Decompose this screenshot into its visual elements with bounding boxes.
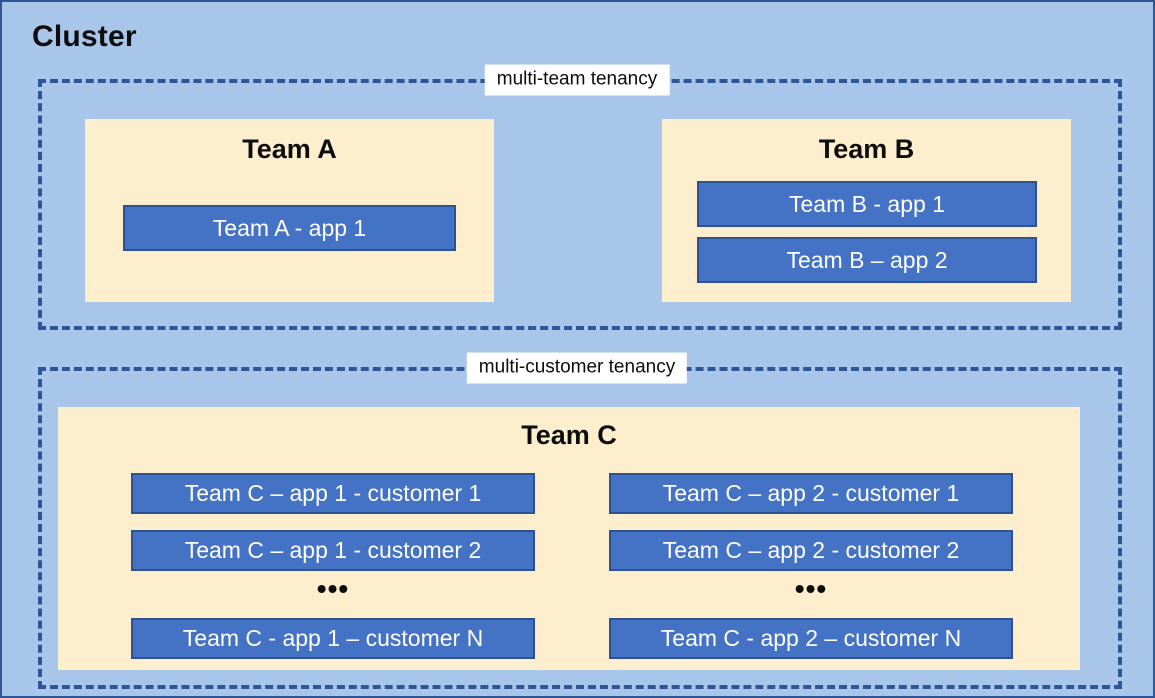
app-box-team-c-app-1-customer-2[interactable]: Team C – app 1 - customer 2	[131, 530, 535, 571]
cluster-title: Cluster	[32, 20, 137, 53]
ellipsis-team-c-app-2: •••	[794, 573, 828, 604]
team-heading-team-c: Team C	[521, 420, 617, 450]
team-heading-team-b: Team B	[818, 134, 915, 164]
app-box-team-c-app-2-customer-n[interactable]: Team C - app 2 – customer N	[609, 618, 1013, 659]
app-box-team-c-app-1-customer-1[interactable]: Team C – app 1 - customer 1	[131, 473, 535, 514]
ellipsis-team-c-app-1: •••	[316, 573, 350, 604]
tenancy-zone-label-multi-customer: multi-customer tenancy	[466, 352, 688, 384]
team-card-team-b: Team B Team B - app 1 Team B – app 2	[662, 119, 1071, 302]
app-box-team-c-app-1-customer-n[interactable]: Team C - app 1 – customer N	[131, 618, 535, 659]
team-c-column-app-2: Team C – app 2 - customer 1 Team C – app…	[609, 471, 1013, 661]
app-box-team-a-app-1[interactable]: Team A - app 1	[123, 205, 456, 251]
app-box-team-b-app-1[interactable]: Team B - app 1	[697, 181, 1037, 227]
app-box-team-c-app-2-customer-2[interactable]: Team C – app 2 - customer 2	[609, 530, 1013, 571]
tenancy-zone-label-multi-team: multi-team tenancy	[484, 64, 670, 96]
team-heading-team-a: Team A	[242, 134, 337, 164]
team-card-team-c: Team C Team C – app 1 - customer 1 Team …	[58, 407, 1080, 670]
app-box-team-c-app-2-customer-1[interactable]: Team C – app 2 - customer 1	[609, 473, 1013, 514]
team-c-column-app-1: Team C – app 1 - customer 1 Team C – app…	[131, 471, 535, 661]
app-box-team-b-app-2[interactable]: Team B – app 2	[697, 237, 1037, 283]
team-card-team-a: Team A Team A - app 1	[85, 119, 494, 302]
